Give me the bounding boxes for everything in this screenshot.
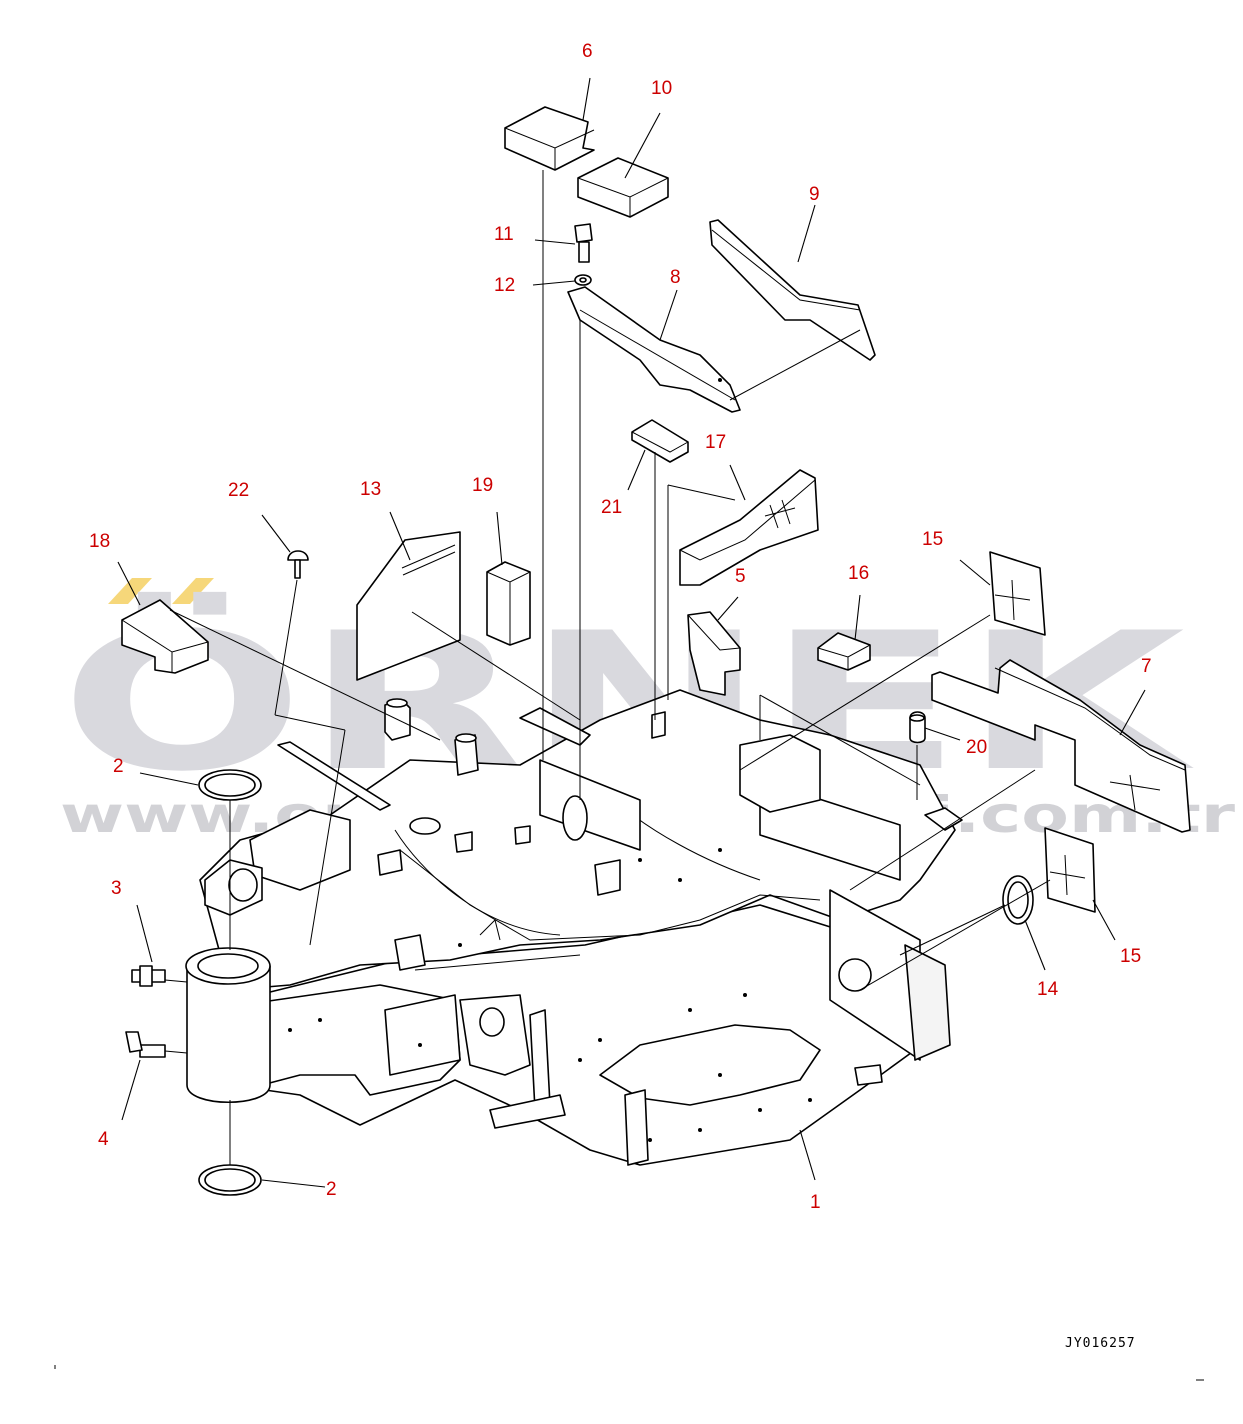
part-5-bracket <box>687 611 741 696</box>
part-4-grease-fitting <box>125 1031 166 1058</box>
part-6-block <box>504 106 595 171</box>
callout-1: 1 <box>810 1192 821 1213</box>
part-10-block <box>577 157 669 218</box>
frame-upper-brackets <box>277 698 963 831</box>
part-13-plate <box>356 531 461 681</box>
callout-9: 9 <box>809 184 820 205</box>
callout-6: 6 <box>582 41 593 62</box>
part-11-bolt <box>574 223 593 263</box>
part-18-block <box>121 599 209 674</box>
leader-lines <box>117 77 1146 1188</box>
part-15-lower <box>1044 827 1096 913</box>
callout-20: 20 <box>966 737 987 758</box>
callout-14: 14 <box>1037 979 1059 1000</box>
callout-13: 13 <box>360 479 381 500</box>
part-7-counterweight <box>931 659 1191 833</box>
callout-2-lower: 2 <box>326 1179 337 1200</box>
callout-18: 18 <box>89 531 110 552</box>
part-8-plate <box>567 286 741 413</box>
callouts: 6 10 9 11 12 8 17 21 22 13 19 18 5 16 15… <box>89 41 1152 1213</box>
callout-2-upper: 2 <box>113 756 124 777</box>
callout-15-lower: 15 <box>1120 946 1141 967</box>
drawing-code: JY016257 <box>1065 1336 1136 1351</box>
part-20-rubber <box>909 711 926 744</box>
part-14-seal <box>1002 875 1034 925</box>
part-12-washer <box>574 274 592 286</box>
part-9-weight <box>709 219 876 361</box>
callout-16: 16 <box>848 563 869 584</box>
watermark-accent-right <box>172 578 214 604</box>
callout-12: 12 <box>494 275 515 296</box>
part-3-grease-fitting <box>131 965 166 987</box>
callout-5: 5 <box>735 566 746 587</box>
boom-foot-boss <box>185 947 271 1104</box>
callout-11: 11 <box>494 224 514 245</box>
callout-17: 17 <box>705 432 726 453</box>
part-19-box <box>486 561 531 646</box>
watermark-accent-left <box>108 578 152 604</box>
callout-7: 7 <box>1141 656 1152 677</box>
part-2-ring-lower <box>198 1164 262 1196</box>
callout-22: 22 <box>228 480 249 501</box>
callout-8: 8 <box>670 267 681 288</box>
callout-3: 3 <box>111 878 122 899</box>
part-2-ring-upper <box>198 769 262 801</box>
callout-4: 4 <box>98 1129 109 1150</box>
corner-marks <box>54 1365 1204 1381</box>
callout-15-upper: 15 <box>922 529 943 550</box>
callout-10: 10 <box>651 78 672 99</box>
callout-19: 19 <box>472 475 493 496</box>
part-22-clip <box>287 550 309 579</box>
part-21-pad <box>631 419 689 463</box>
part-15-upper <box>989 551 1046 636</box>
part-16-block <box>817 632 871 671</box>
callout-21: 21 <box>601 497 622 518</box>
part-17-weight <box>679 469 819 586</box>
